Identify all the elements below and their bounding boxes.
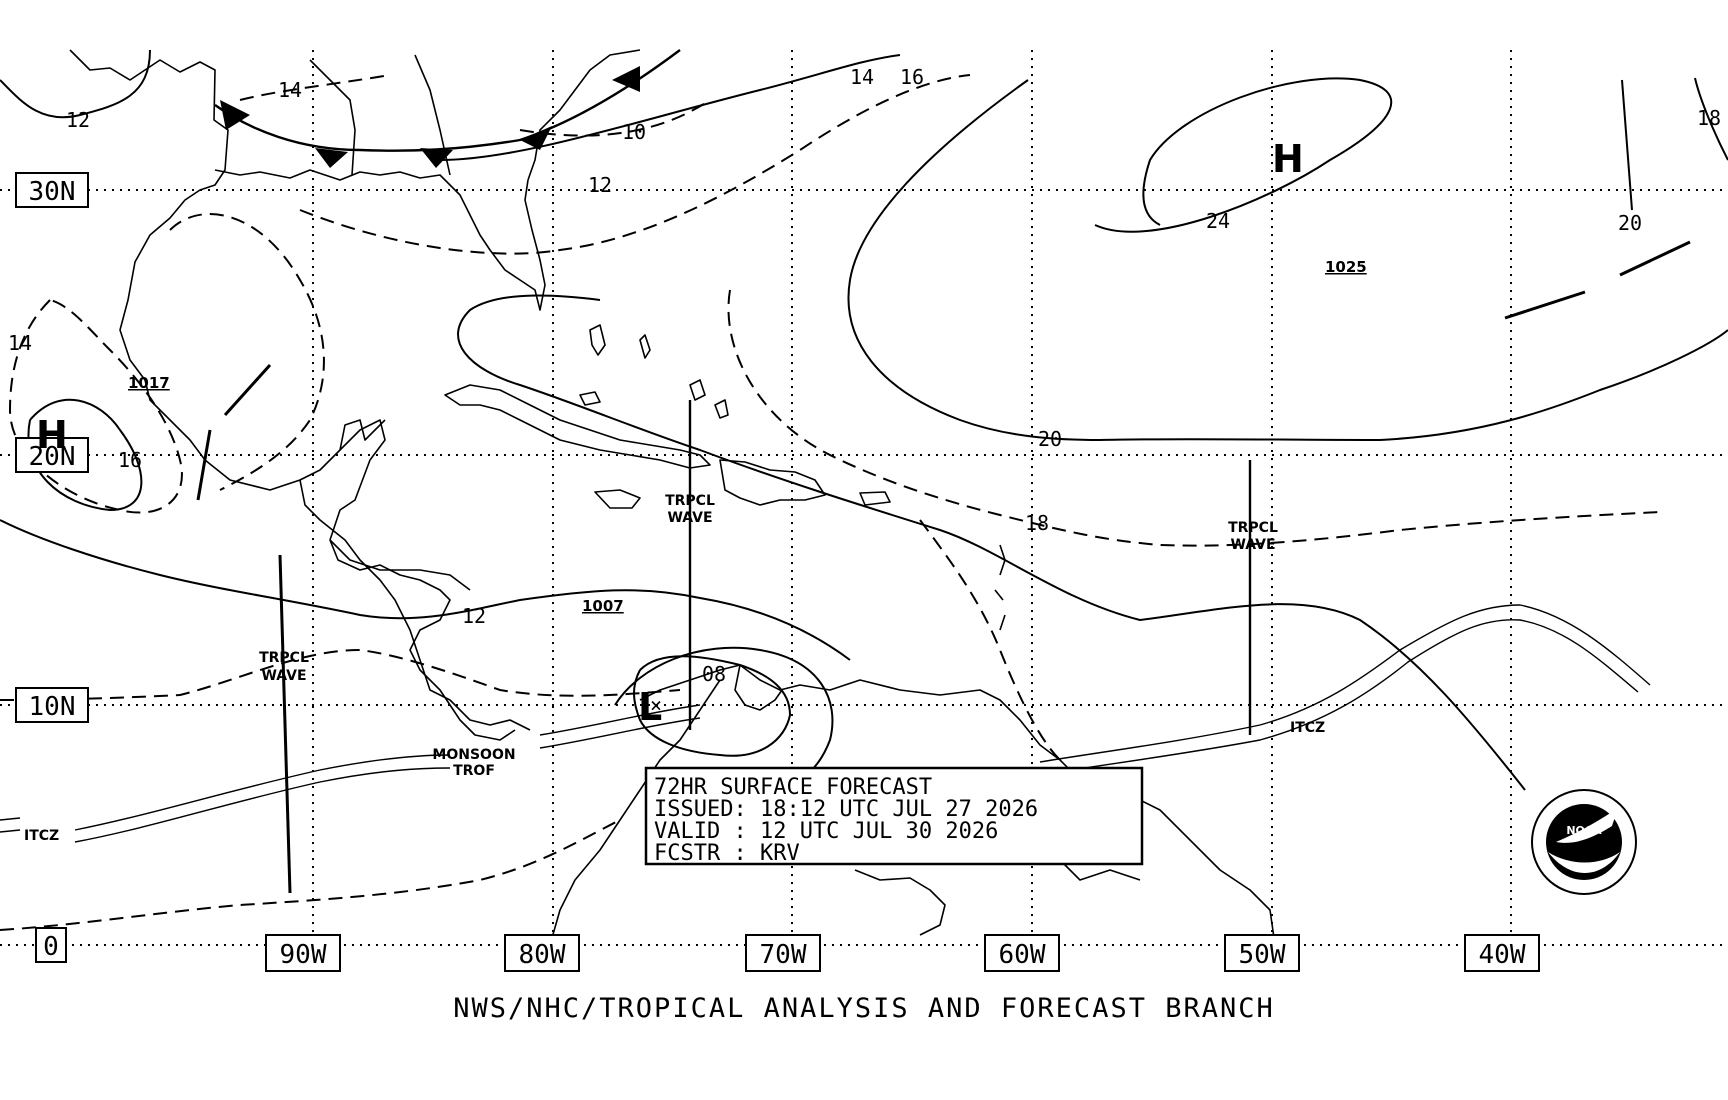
isobar-label: 18: [1697, 106, 1721, 130]
isobars: [0, 49, 1728, 931]
lat-label-0: 0: [43, 932, 59, 962]
itcz-label: ITCZ: [1290, 720, 1325, 736]
info-title: 72HR SURFACE FORECAST: [654, 775, 932, 800]
lat-label-10n: 10N: [29, 692, 76, 722]
tropical-wave-label: WAVE: [667, 510, 712, 526]
isobar-label: 12: [66, 108, 90, 132]
isobar-label: 14: [278, 78, 302, 102]
high-center-mexico: H: [36, 413, 68, 457]
tropical-waves: [278, 400, 1252, 894]
high-center-atlantic: H: [1272, 137, 1304, 181]
svg-text:NOAA: NOAA: [1566, 824, 1602, 837]
lon-label-90w: 90W: [280, 940, 327, 970]
isobar-label: 24: [1206, 209, 1230, 233]
isobar-label: 14: [8, 331, 32, 355]
itcz-label: ITCZ: [24, 828, 59, 844]
isobar-label: 16: [900, 65, 924, 89]
isobar-label: 14: [850, 65, 874, 89]
lon-label-50w: 50W: [1239, 940, 1286, 970]
isobar-label: 12: [462, 604, 486, 628]
lat-label-30n: 30N: [29, 177, 76, 207]
tropical-wave-label: TRPCL: [665, 493, 715, 509]
isobar-label: 20: [1038, 427, 1062, 451]
lon-label-40w: 40W: [1479, 940, 1526, 970]
itcz-bands: [0, 604, 1651, 843]
tropical-wave-label: WAVE: [261, 668, 306, 684]
lon-label-60w: 60W: [999, 940, 1046, 970]
pressure-value-atlantic: 1025: [1325, 258, 1367, 276]
noaa-logo: NOAA: [1531, 789, 1637, 895]
tropical-wave-label: WAVE: [1230, 537, 1275, 553]
feature-labels: TRPCL WAVE TRPCL WAVE TRPCL WAVE MONSOON…: [24, 493, 1325, 844]
low-center-caribbean: L: [638, 685, 662, 729]
isobar-label: 10: [622, 120, 646, 144]
isobar-label: 20: [1618, 211, 1642, 235]
latitude-labels: 30N 20N 10N 0: [15, 172, 89, 963]
tropical-wave-label: TRPCL: [1228, 520, 1278, 536]
troughs: [196, 240, 1691, 501]
info-valid: VALID : 12 UTC JUL 30 2026: [654, 819, 998, 844]
isobar-label: 12: [588, 173, 612, 197]
monsoon-trough-label: TROF: [453, 763, 495, 779]
isobar-label: 08: [702, 662, 726, 686]
info-forecaster: FCSTR : KRV: [654, 841, 800, 866]
tropical-wave-label: TRPCL: [259, 650, 309, 666]
monsoon-trough-label: MONSOON: [432, 747, 515, 763]
lat-label-20n: 20N: [29, 442, 76, 472]
cold-front: [214, 49, 681, 168]
lon-label-70w: 70W: [760, 940, 807, 970]
forecast-info-box: 72HR SURFACE FORECAST ISSUED: 18:12 UTC …: [644, 766, 1144, 866]
longitude-labels: 90W 80W 70W 60W 50W 40W: [265, 934, 1540, 972]
footer-agency: NWS/NHC/TROPICAL ANALYSIS AND FORECAST B…: [453, 993, 1275, 1024]
pressure-centers: H 1025 H 1017 L × 1007: [36, 137, 1367, 729]
isobar-label: 18: [1025, 511, 1049, 535]
isobar-label: 16: [118, 448, 142, 472]
lon-label-80w: 80W: [519, 940, 566, 970]
isobar-labels: 12 14 14 16 10 12 24 18 20 14 16 20 18 1…: [8, 65, 1721, 686]
low-center-x-mark: ×: [650, 693, 662, 717]
info-issued: ISSUED: 18:12 UTC JUL 27 2026: [654, 797, 1038, 822]
pressure-value-caribbean: 1007: [582, 597, 624, 615]
pressure-value-mexico: 1017: [128, 374, 170, 392]
